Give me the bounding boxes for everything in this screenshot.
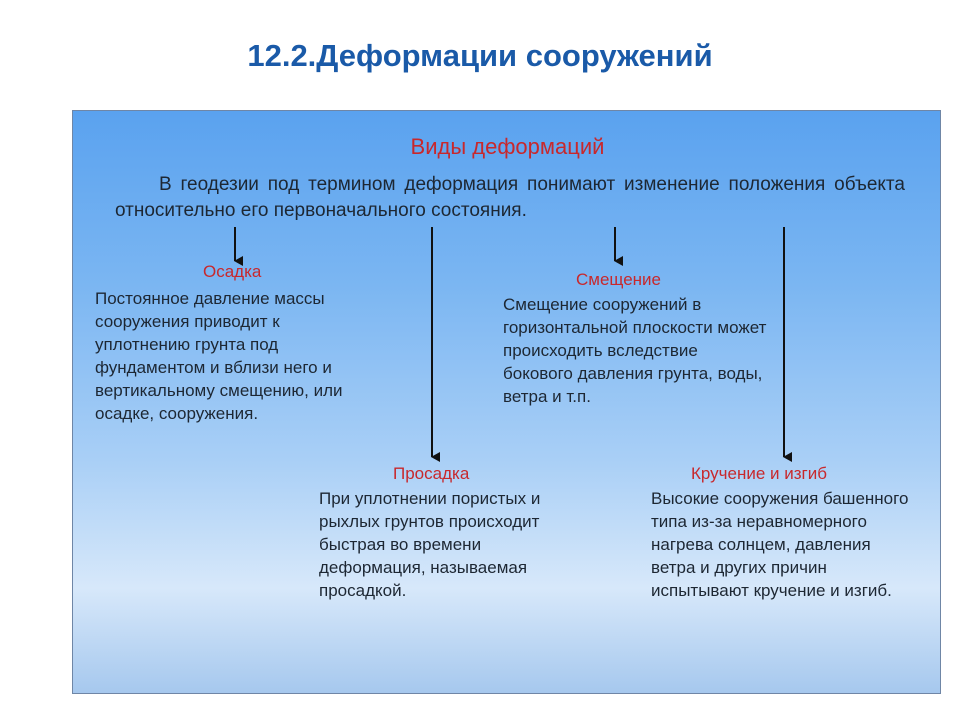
label-prosadka: Просадка: [393, 464, 470, 483]
label-kruchenie-izgib: Кручение и изгиб: [691, 464, 827, 483]
slide-title: 12.2.Деформации сооружений: [247, 38, 713, 73]
description-prosadka: При уплотнении пористых и рыхлых грунтов…: [319, 489, 541, 600]
description-kruchenie-izgib: Высокие сооружения башенного типа из-за …: [651, 489, 909, 600]
definition-text: В геодезии под термином деформация поним…: [115, 174, 905, 221]
label-smeshchenie: Смещение: [576, 270, 662, 289]
label-osadka: Осадка: [203, 262, 262, 281]
description-osadka: Постоянное давление массы сооружения при…: [95, 289, 343, 423]
arrows-layer: [234, 227, 792, 462]
deformation-types-panel: Виды деформаций В геодезии под термином …: [72, 110, 941, 694]
panel-heading: Виды деформаций: [410, 134, 605, 159]
description-smeshchenie: Смещение сооружений в горизонтальной пло…: [503, 295, 767, 406]
